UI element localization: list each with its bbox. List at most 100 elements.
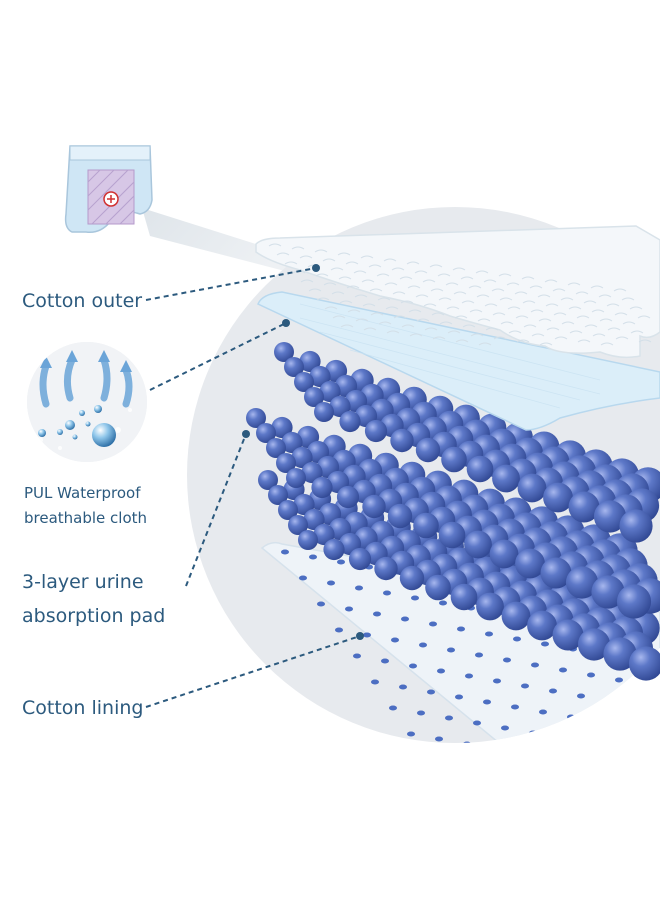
cotton-texture	[638, 339, 652, 343]
cotton-texture	[384, 282, 398, 286]
lining-hole	[327, 580, 335, 586]
cotton-texture	[424, 327, 438, 331]
lining-hole	[493, 678, 501, 684]
cotton-texture	[553, 312, 567, 316]
lining-hole	[577, 693, 585, 699]
lining-hole	[539, 709, 547, 715]
lining-hole	[593, 788, 601, 793]
cotton-texture	[400, 300, 414, 304]
absorbent-bead	[313, 523, 335, 546]
lining-hole	[501, 725, 509, 731]
absorption-pad-layer-1	[274, 342, 660, 543]
cotton-texture	[454, 315, 468, 319]
cotton-texture	[522, 300, 536, 304]
lining-hole	[559, 667, 567, 673]
absorbent-bead	[577, 628, 611, 661]
lining-hole	[643, 682, 651, 688]
cotton-texture	[576, 315, 590, 319]
lining-hole	[409, 663, 417, 669]
cotton-texture	[322, 258, 336, 262]
absorbent-bead	[501, 601, 531, 631]
cotton-texture	[567, 282, 581, 286]
cotton-texture	[401, 324, 415, 328]
absorbent-bead	[268, 485, 288, 505]
cotton-texture	[446, 306, 460, 310]
cotton-texture	[376, 273, 390, 277]
absorbent-bead	[517, 473, 547, 503]
label-absorption-pad: 3-layer urine absorption pad	[22, 565, 165, 633]
cotton-texture	[439, 321, 453, 325]
lining-hole	[445, 715, 453, 721]
lining-hole	[345, 606, 353, 612]
lining-hole	[547, 757, 555, 762]
lining-hole	[419, 642, 427, 648]
lining-hole	[565, 783, 573, 788]
cotton-texture	[552, 288, 566, 292]
lining-hole	[281, 549, 289, 555]
absorbent-bead	[364, 419, 388, 443]
cotton-texture	[455, 339, 469, 343]
cotton-texture	[338, 276, 352, 280]
cotton-texture	[591, 309, 605, 313]
absorbent-bead	[304, 387, 324, 407]
absorbent-bead	[336, 485, 360, 509]
cotton-texture	[416, 318, 430, 322]
absorbent-bead	[256, 423, 276, 443]
lining-hole	[511, 704, 519, 710]
cotton-texture	[583, 300, 597, 304]
lining-hole	[503, 657, 511, 663]
absorbent-bead	[314, 402, 334, 422]
absorbent-bead	[390, 428, 414, 453]
cotton-texture	[353, 270, 367, 274]
lining-hole	[337, 559, 345, 565]
absorbent-bead	[293, 493, 315, 516]
cotton-texture	[575, 291, 589, 295]
lining-hole	[537, 778, 545, 783]
cotton-texture	[493, 336, 507, 340]
absorbent-bead	[319, 380, 341, 403]
cotton-texture	[399, 276, 413, 280]
absorption-pad-layer-3	[258, 470, 660, 681]
cotton-texture	[339, 300, 353, 304]
lining-hole	[299, 575, 307, 581]
cotton-texture	[521, 276, 535, 280]
lining-hole	[465, 673, 473, 679]
lining-hole	[447, 647, 455, 653]
lining-hole	[549, 688, 557, 694]
absorbent-bead	[258, 470, 278, 490]
cotton-texture	[415, 294, 429, 298]
cotton-texture	[460, 276, 474, 280]
cotton-texture	[515, 315, 529, 319]
cotton-texture	[538, 318, 552, 322]
lining-hole	[437, 668, 445, 674]
absorbent-bead	[565, 566, 599, 599]
cotton-texture	[539, 342, 553, 346]
lining-hole	[425, 758, 433, 763]
lining-hole	[383, 590, 391, 596]
label-absorb-line-1: 3-layer urine	[22, 571, 144, 593]
leader-lining	[145, 635, 361, 708]
cotton-texture	[470, 333, 484, 337]
lining-hole	[401, 616, 409, 622]
label-pul-waterproof: PUL Waterproof breathable cloth	[24, 481, 147, 531]
absorbent-bead	[323, 538, 345, 561]
absorbent-bead	[438, 521, 466, 549]
absorbent-bead	[299, 350, 321, 373]
absorbent-bead	[271, 416, 293, 439]
label-pul-line-1: PUL Waterproof	[24, 484, 141, 502]
lining-hole	[435, 736, 443, 742]
cotton-texture	[529, 285, 543, 289]
absorbent-bead	[450, 583, 478, 611]
absorbent-bead	[441, 446, 467, 473]
cotton-texture	[393, 315, 407, 319]
cotton-texture	[621, 297, 635, 301]
cotton-outer-layer	[255, 225, 660, 359]
cotton-texture	[408, 309, 422, 313]
cotton-texture	[546, 327, 560, 331]
cotton-texture	[561, 321, 575, 325]
lining-hole	[621, 793, 629, 798]
cotton-texture	[291, 246, 305, 250]
cotton-texture	[607, 327, 621, 331]
cotton-texture	[475, 270, 489, 274]
cotton-texture	[485, 327, 499, 331]
